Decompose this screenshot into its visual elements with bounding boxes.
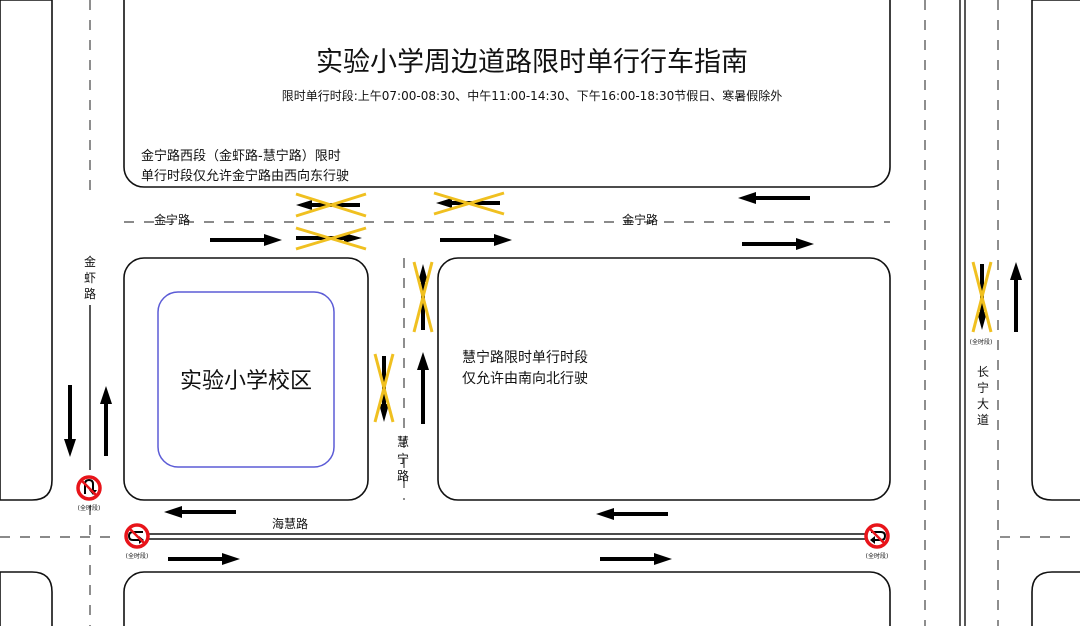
banned-arrow-icon [412, 261, 434, 333]
direction-arrows [64, 192, 1022, 565]
arrow-icon [210, 234, 282, 246]
arrow-icon [600, 553, 672, 565]
note-huining-line1: 慧宁路限时单行时段 [462, 349, 588, 366]
map-subtitle: 限时单行时段:上午07:00-08:30、中午11:00-14:30、下午16:… [282, 88, 783, 103]
school-label: 实验小学校区 [180, 369, 312, 394]
road-name-huining-3: 路 [397, 468, 409, 483]
note-jinning-line2: 单行时段仅允许金宁路由西向东行驶 [141, 168, 349, 184]
road-name-haihui: 海慧路 [272, 516, 308, 531]
banned-arrow-icon [295, 192, 367, 218]
banned-arrow-icon [373, 353, 395, 423]
road-name-jinning-east: 金宁路 [622, 212, 658, 227]
sign-label: (全时段) [126, 552, 149, 560]
block-right-bottom [1031, 571, 1080, 626]
block-right-top [1031, 0, 1080, 501]
arrow-icon [168, 553, 240, 565]
arrow-icon [164, 506, 236, 518]
block-top-left-edge [0, 0, 53, 501]
road-name-changning-4: 道 [977, 413, 989, 427]
no-u-turn-icon [76, 475, 102, 501]
no-u-turn-icon [124, 523, 150, 549]
note-jinning-line1: 金宁路西段（金虾路-慧宁路）限时 [141, 148, 341, 164]
road-name-changning-3: 大 [977, 397, 989, 411]
sign-label: (全时段) [866, 552, 889, 560]
road-name-huining-1: 慧 [397, 434, 409, 449]
road-name-jinxia-3: 路 [84, 286, 96, 301]
road-name-changning-1: 长 [977, 365, 989, 379]
road-name-changning-2: 宁 [977, 380, 989, 395]
road-name-jinxia-2: 虾 [84, 271, 96, 285]
road-name-huining-2: 宁 [397, 451, 409, 466]
road-name-jinning-west: 金宁路 [154, 212, 190, 227]
block-east [437, 257, 891, 501]
no-u-turn-icon [864, 523, 890, 549]
arrow-icon [738, 192, 810, 204]
arrow-icon [100, 386, 112, 456]
sign-label: (全时段) [970, 338, 993, 346]
prohibited-arrows: (全时段) [295, 191, 993, 423]
note-huining-line2: 仅允许由南向北行驶 [462, 371, 588, 387]
banned-arrow-icon [971, 261, 993, 333]
block-title [123, 0, 891, 188]
arrow-icon [596, 508, 668, 520]
arrow-icon [440, 234, 512, 246]
map-title: 实验小学周边道路限时单行行车指南 [316, 47, 748, 78]
arrow-icon [1010, 262, 1022, 332]
banned-arrow-icon [295, 226, 367, 251]
no-uturn-signs: (全时段) (全时段) (全时段) [76, 475, 890, 560]
sign-label: (全时段) [78, 504, 101, 512]
road-name-jinxia-1: 金 [84, 254, 96, 269]
banned-arrow-icon [433, 191, 505, 216]
block-bottom-left-edge [0, 571, 53, 626]
arrow-icon [417, 352, 429, 424]
arrow-icon [64, 385, 76, 457]
school-zone [157, 291, 335, 468]
block-bottom [123, 571, 891, 626]
arrow-icon [742, 238, 814, 250]
